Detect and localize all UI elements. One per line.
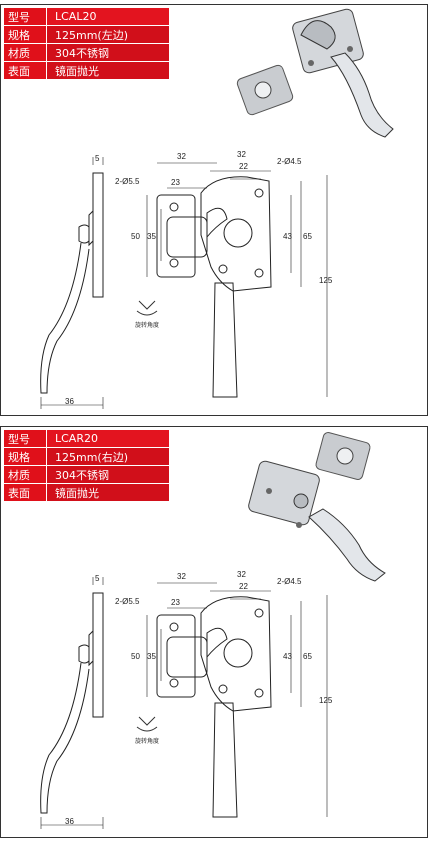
spec-value: 304不锈钢	[46, 43, 170, 62]
dim-height-65: 65	[303, 232, 312, 241]
dim-width-32-right: 32	[237, 150, 246, 159]
dim-height-43: 43	[283, 652, 292, 661]
dim-width-23: 23	[171, 178, 180, 187]
dim-width-23: 23	[171, 598, 180, 607]
product-photo	[236, 8, 394, 138]
spec-value: LCAR20	[46, 429, 170, 448]
spec-key: 材质	[3, 43, 47, 62]
dim-handle-offset: 36	[65, 817, 74, 826]
rotation-angle-icon	[136, 300, 158, 316]
rotation-label: 旋转角度	[135, 321, 159, 329]
technical-drawing: 5 36 32 32 22 2-Ø4.5 2-Ø5	[40, 432, 386, 829]
spec-row-finish: 表面镜面抛光	[3, 483, 170, 502]
spec-key: 规格	[3, 447, 47, 466]
front-view	[146, 582, 328, 818]
dim-width-22: 22	[239, 162, 248, 171]
spec-value: 镜面抛光	[46, 61, 170, 80]
spec-key: 表面	[3, 61, 47, 80]
dim-hole-right: 2-Ø4.5	[277, 157, 302, 166]
dim-height-50: 50	[131, 652, 140, 661]
dim-height-125: 125	[319, 276, 333, 285]
side-view	[40, 577, 104, 829]
dim-width-32-right: 32	[237, 570, 246, 579]
side-view	[40, 157, 104, 409]
dim-width-22: 22	[239, 582, 248, 591]
spec-value: 304不锈钢	[46, 465, 170, 484]
dim-width-32-left: 32	[177, 572, 186, 581]
front-view	[146, 162, 328, 398]
dim-thickness: 5	[95, 154, 100, 163]
product-photo	[248, 432, 386, 582]
dim-height-50: 50	[131, 232, 140, 241]
dim-height-125: 125	[319, 696, 333, 705]
dim-height-35: 35	[147, 652, 156, 661]
dim-hole-right: 2-Ø4.5	[277, 577, 302, 586]
technical-drawing: 5 36 32 32 22 2-Ø	[40, 8, 394, 409]
dim-thickness: 5	[95, 574, 100, 583]
spec-key: 表面	[3, 483, 47, 502]
spec-key: 材质	[3, 465, 47, 484]
spec-value: LCAL20	[46, 7, 170, 26]
dim-handle-offset: 36	[65, 397, 74, 406]
dim-hole-left: 2-Ø5.5	[115, 597, 140, 606]
rotation-angle-icon	[136, 716, 158, 732]
dim-hole-left: 2-Ø5.5	[115, 177, 140, 186]
spec-key: 规格	[3, 25, 47, 44]
spec-key: 型号	[3, 7, 47, 26]
rotation-label: 旋转角度	[135, 737, 159, 745]
spec-row-finish: 表面镜面抛光	[3, 61, 170, 80]
dim-height-65: 65	[303, 652, 312, 661]
dim-height-43: 43	[283, 232, 292, 241]
dim-height-35: 35	[147, 232, 156, 241]
spec-value: 镜面抛光	[46, 483, 170, 502]
dim-width-32-left: 32	[177, 152, 186, 161]
